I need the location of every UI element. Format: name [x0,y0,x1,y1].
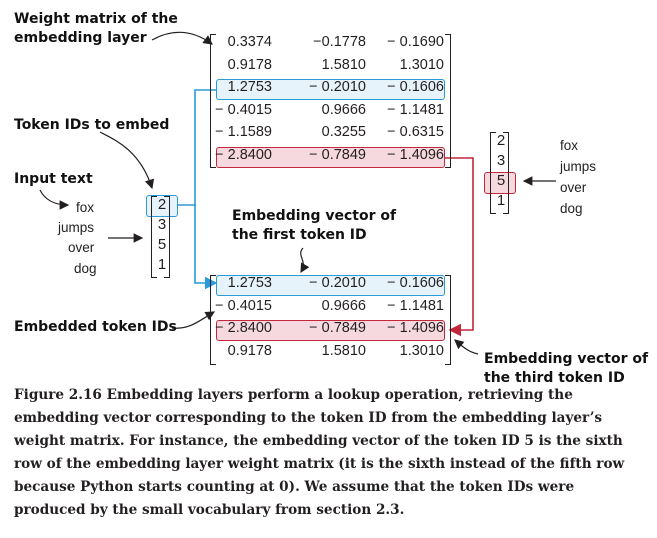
matrix-row: − 1.1589 0.3255 − 0.6315 [215,124,444,143]
row-highlight-first-id [216,275,445,296]
input-word: jumps [58,220,95,235]
bracket-right [445,34,451,168]
input-word: fox [560,138,579,153]
matrix-cell: − 0.1690 [387,34,444,50]
matrix-cell: − 0.2010 [309,79,366,96]
token-id: 1 [157,256,167,273]
matrix-cell: 1.2753 [227,275,272,291]
matrix-row: − 2.8400 − 0.7849 − 1.4096 [215,147,444,166]
blue-connector [178,89,220,206]
matrix-cell: − 0.4015 [215,297,272,314]
first-vector-arrow [300,247,310,274]
input-word: over [560,180,587,195]
row-highlight-first-id [216,79,445,100]
matrix-cell: − 2.8400 [215,320,272,337]
input-word: dog [74,261,97,276]
matrix-cell: 0.9666 [321,297,366,314]
input-word: jumps [560,159,597,174]
token-ids-label: Token IDs to embed [14,117,170,133]
matrix-cell: − 0.4015 [215,101,272,118]
matrix-cell: − 0.7849 [309,147,366,163]
matrix-cell: 1.3010 [399,342,444,359]
matrix-row: 0.9178 1.5810 1.3010 [216,343,444,362]
figure-caption: Figure 2.16 Embedding layers perform a l… [14,387,625,518]
token-id: 3 [157,216,167,233]
matrix-cell: 0.9178 [227,56,272,73]
matrix-cell: − 0.7849 [309,320,366,337]
token-id: 5 [496,172,506,189]
matrix-cell: 0.9666 [321,101,366,118]
embedded-ids-arrow [171,311,216,329]
bracket-right [445,275,451,365]
matrix-cell: − 1.1589 [215,124,272,141]
matrix-cell: 0.9178 [227,342,272,359]
matrix-cell: − 0.1606 [387,79,444,96]
bracket-right [503,132,509,214]
matrix-cell: − 1.1481 [387,101,444,118]
token-id: 2 [157,196,167,213]
matrix-cell: − 1.4096 [387,320,444,337]
matrix-cell: −0.1778 [313,34,366,50]
bracket-left [490,132,496,214]
input-word: fox [76,200,95,215]
matrix-cell: 1.5810 [321,56,366,73]
matrix-cell: 1.5810 [321,342,366,359]
matrix-cell: 0.3255 [321,124,366,141]
matrix-row: − 0.4015 0.9666 − 1.1481 [215,297,444,317]
matrix-cell: 1.2753 [227,79,272,96]
token-id: 1 [496,192,506,209]
bracket-left [210,34,216,168]
input-word: over [68,240,95,255]
weight-label-arrow [151,31,213,45]
token-id: 5 [157,236,167,253]
matrix-row: 0.9178 1.5810 1.3010 [216,57,444,76]
token-id: 2 [496,132,506,149]
red-connector [444,157,474,337]
matrix-cell: − 0.1606 [387,275,444,291]
matrix-row: − 2.8400 − 0.7849 − 1.4096 [215,320,444,339]
bracket-right [164,196,170,278]
matrix-row: 1.2753 − 0.2010 − 0.1606 [216,79,444,98]
matrix-row: 0.3374 −0.1778 − 0.1690 [216,34,444,53]
matrix-cell: − 1.4096 [387,147,444,163]
input-word: dog [560,201,583,216]
matrix-cell: − 1.1481 [387,297,444,314]
row-highlight-third-id [216,147,445,168]
matrix-row: − 0.4015 0.9666 − 1.1481 [215,101,444,121]
embedded-ids-label: Embedded token IDs [14,319,177,335]
matrix-cell: − 0.6315 [387,124,444,141]
token-ids-arrow [99,131,155,190]
third-vector-arrow [454,339,479,355]
matrix-row: 1.2753 − 0.2010 − 0.1606 [216,275,444,294]
token-id-highlight [146,195,178,217]
row-highlight-third-id [216,320,445,341]
token-id: 3 [496,152,506,169]
bracket-left [151,196,157,278]
matrix-cell: 0.3374 [227,34,272,50]
matrix-cell: 1.3010 [399,56,444,73]
input-text-label: Input text [14,171,93,187]
matrix-cell: − 0.2010 [309,275,366,291]
input-text-arrow [39,189,70,210]
bracket-left [210,275,216,365]
matrix-cell: − 2.8400 [215,147,272,163]
